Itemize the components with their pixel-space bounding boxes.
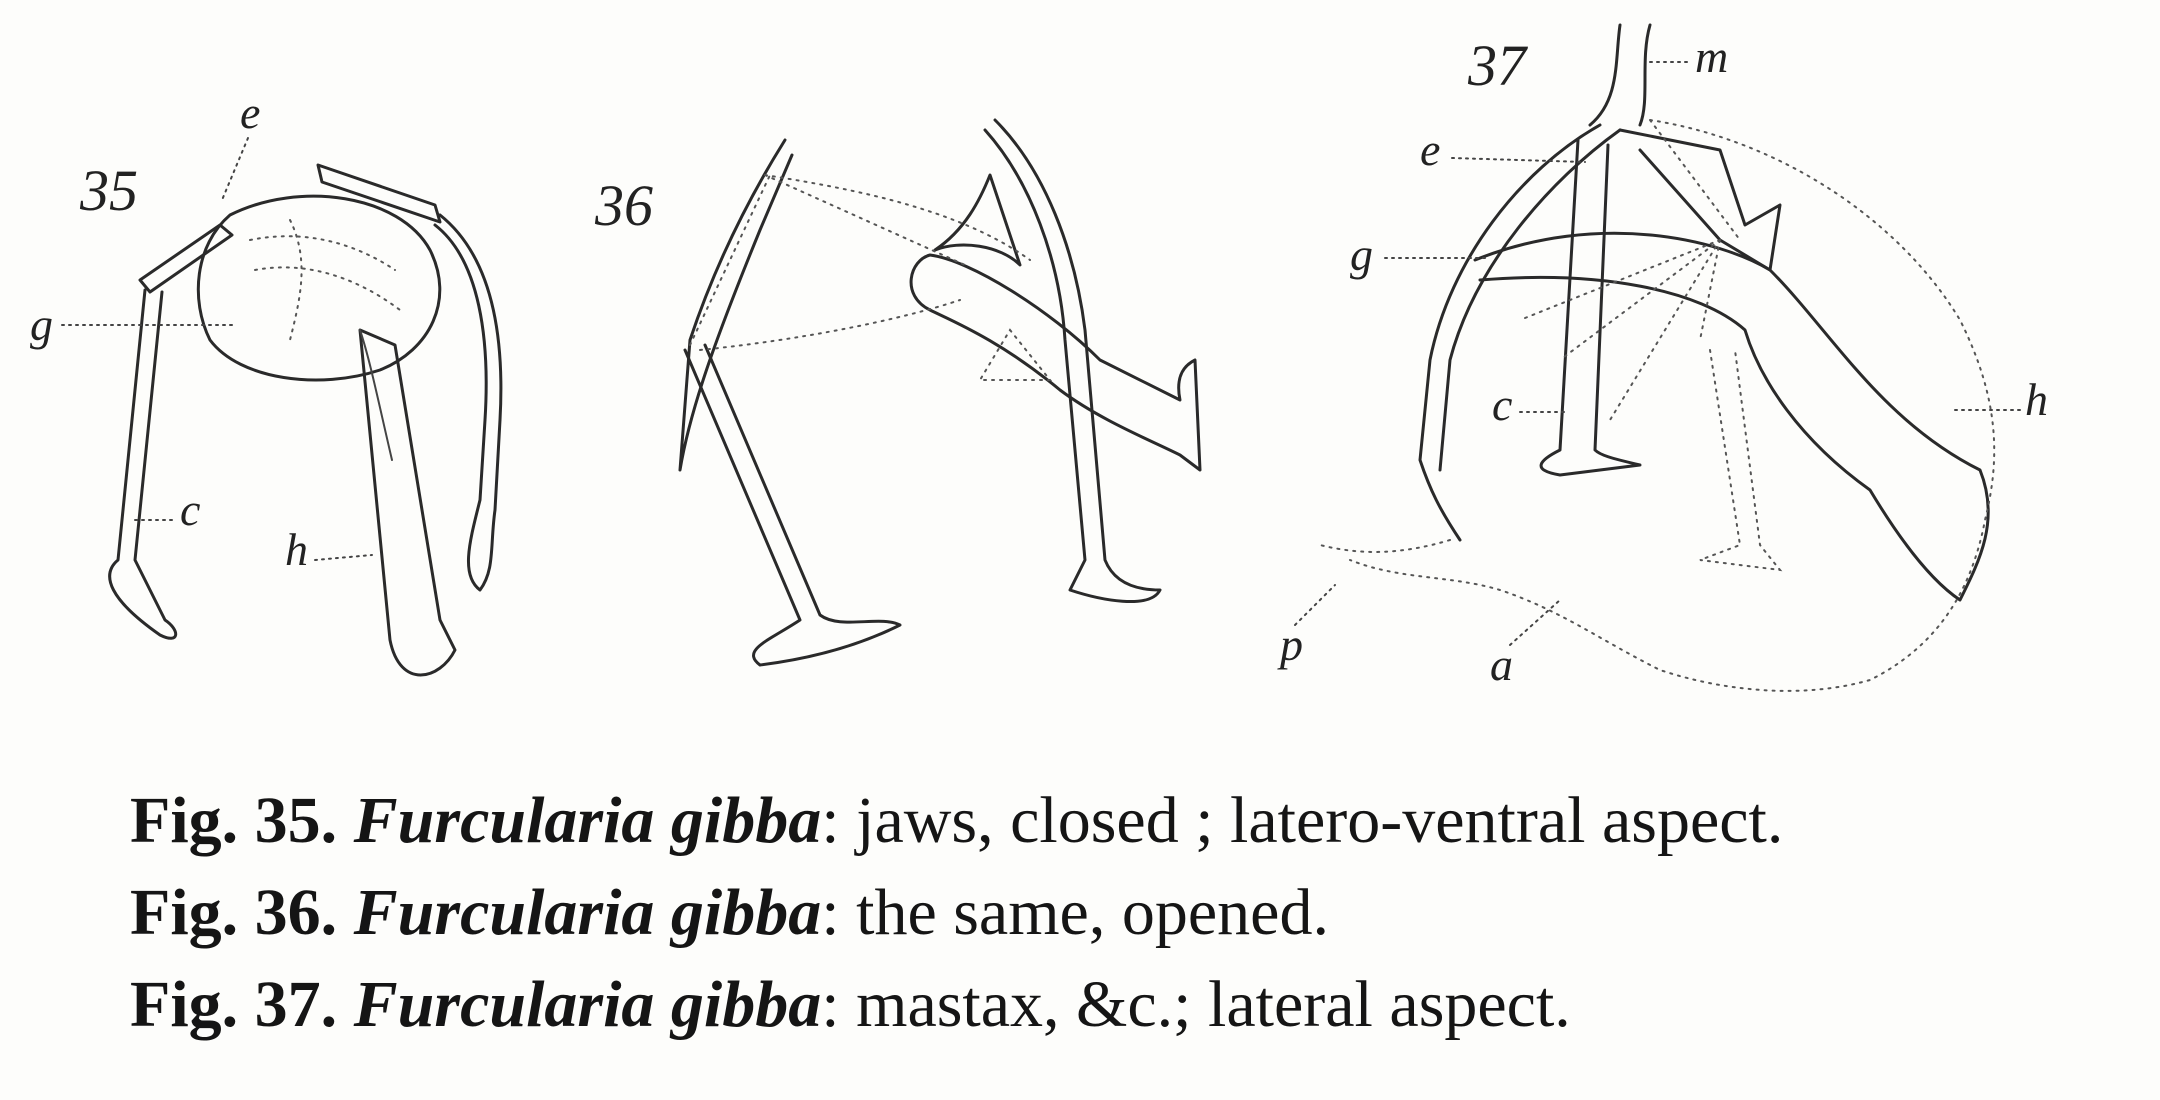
caption-species: Furcularia gibba (353, 784, 822, 857)
fig-36-crossbar (909, 253, 1202, 472)
fig-36-arch-left (678, 138, 794, 472)
caption-fig-36: Fig. 36. Furcularia gibba: the same, ope… (130, 876, 1329, 949)
fig-35-ramus-left (138, 223, 234, 294)
fig-35-process-right (433, 213, 503, 592)
fig-37-label-h: h (2025, 374, 2048, 425)
caption-text: mastax, &c.; lateral aspect. (856, 968, 1571, 1041)
fig-37-manubrium-center (1539, 138, 1642, 477)
fig-35-ramus-right (316, 163, 442, 224)
fig-35-number: 35 (79, 158, 138, 223)
caption-text: jaws, closed ; latero-ventral aspect. (856, 784, 1784, 857)
fig-35-incus (196, 194, 442, 382)
fig-36-leg-left (683, 343, 902, 667)
fig-37-arch-left (1418, 123, 1622, 542)
caption-block: Fig. 35. Furcularia gibba: jaws, closed … (130, 775, 2130, 1051)
fig-37-stem (1588, 23, 1652, 127)
figure-plate: 35 e g c h 36 (30, 23, 2048, 692)
fig-35-label-e: e (240, 87, 260, 138)
fig-37-number: 37 (1467, 33, 1528, 98)
fig-36-funnel (933, 173, 1022, 267)
fig-35-label-g: g (30, 299, 53, 350)
fig-35-manubrium-left (108, 288, 178, 640)
fig-37-ramus (1618, 128, 1782, 272)
fig-36-drawing: 36 (594, 118, 1202, 667)
fig-35-manubrium-center (358, 328, 457, 677)
caption-species: Furcularia gibba (353, 876, 822, 949)
fig-37-label-g: g (1350, 229, 1373, 280)
fig-37-label-p: p (1277, 619, 1303, 670)
fig-35-drawing: 35 e g c h (30, 87, 503, 677)
fig-35-label-h: h (285, 524, 308, 575)
fig-37-drawing: 37 m e g c h p a (1277, 23, 2048, 692)
fig-37-label-e: e (1420, 124, 1440, 175)
fig-35-label-c: c (180, 484, 200, 535)
fig-37-label-c: c (1492, 379, 1512, 430)
caption-species: Furcularia gibba (353, 968, 822, 1041)
fig-36-arch-right (983, 118, 1162, 603)
caption-fig-label: Fig. 37. (130, 968, 338, 1041)
caption-fig-37: Fig. 37. Furcularia gibba: mastax, &c.; … (130, 968, 1571, 1041)
fig-37-label-a: a (1490, 639, 1513, 690)
fig-36-number: 36 (594, 173, 653, 238)
caption-fig-label: Fig. 35. (130, 784, 338, 857)
fig-37-curve-right (1473, 231, 1990, 602)
caption-fig-label: Fig. 36. (130, 876, 338, 949)
caption-fig-35: Fig. 35. Furcularia gibba: jaws, closed … (130, 784, 1784, 857)
caption-text: the same, opened. (856, 876, 1329, 949)
fig-37-label-m: m (1695, 31, 1728, 82)
